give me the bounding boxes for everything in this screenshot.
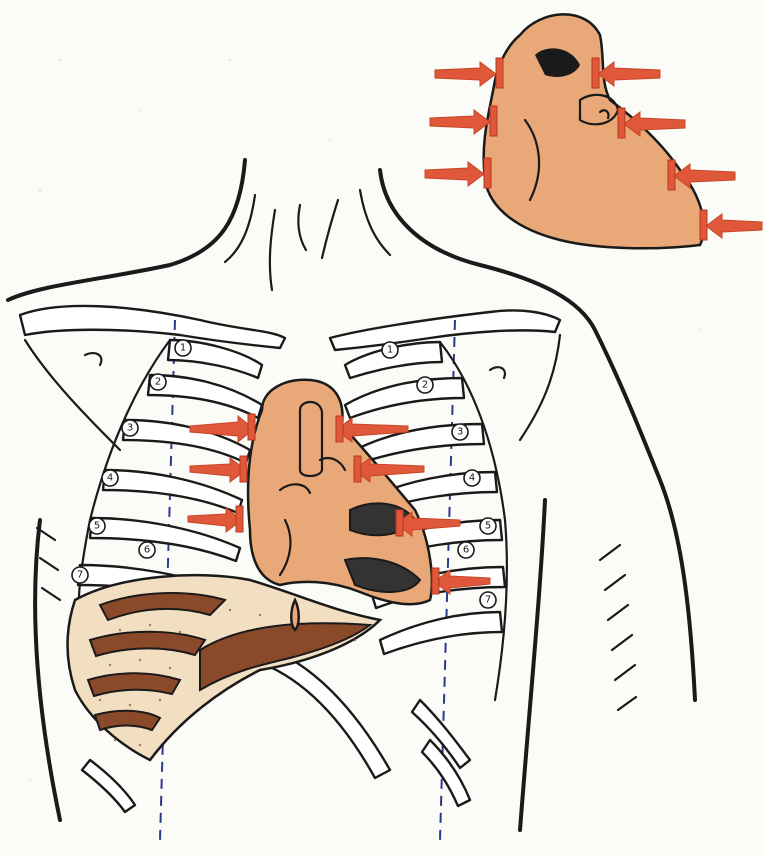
- svg-text:7: 7: [77, 570, 83, 581]
- svg-text:4: 4: [469, 473, 475, 484]
- rib-number-l2: 2: [417, 377, 433, 393]
- inset-arrow-left-3: [425, 158, 491, 188]
- svg-text:5: 5: [94, 521, 100, 532]
- rib-number-l3: 3: [452, 424, 468, 440]
- liver-region: [68, 575, 381, 760]
- rib-number-l4: 4: [464, 470, 480, 486]
- svg-text:3: 3: [457, 427, 463, 438]
- svg-text:7: 7: [485, 595, 491, 606]
- svg-text:3: 3: [127, 423, 133, 434]
- heart-inset: [484, 14, 704, 248]
- rib-number-r2: 2: [150, 374, 166, 390]
- rib-number-r6: 6: [139, 542, 155, 558]
- svg-text:2: 2: [422, 380, 428, 391]
- svg-text:4: 4: [107, 473, 113, 484]
- rib-number-l5: 5: [480, 518, 496, 534]
- svg-text:1: 1: [180, 343, 186, 354]
- svg-text:6: 6: [463, 545, 469, 556]
- rib-number-l6: 6: [458, 542, 474, 558]
- svg-text:5: 5: [485, 521, 491, 532]
- rib-number-l1: 1: [382, 342, 398, 358]
- inset-arrow-right-4: [700, 210, 762, 240]
- rib-number-r1: 1: [175, 340, 191, 356]
- rib-number-r3: 3: [122, 420, 138, 436]
- rib-number-r7: 7: [72, 567, 88, 583]
- svg-text:2: 2: [155, 377, 161, 388]
- rib-number-r4: 4: [102, 470, 118, 486]
- svg-text:1: 1: [387, 345, 393, 356]
- rib-number-r5: 5: [89, 518, 105, 534]
- svg-text:6: 6: [144, 545, 150, 556]
- rib-number-l7: 7: [480, 592, 496, 608]
- inset-arrow-left-1: [435, 58, 503, 88]
